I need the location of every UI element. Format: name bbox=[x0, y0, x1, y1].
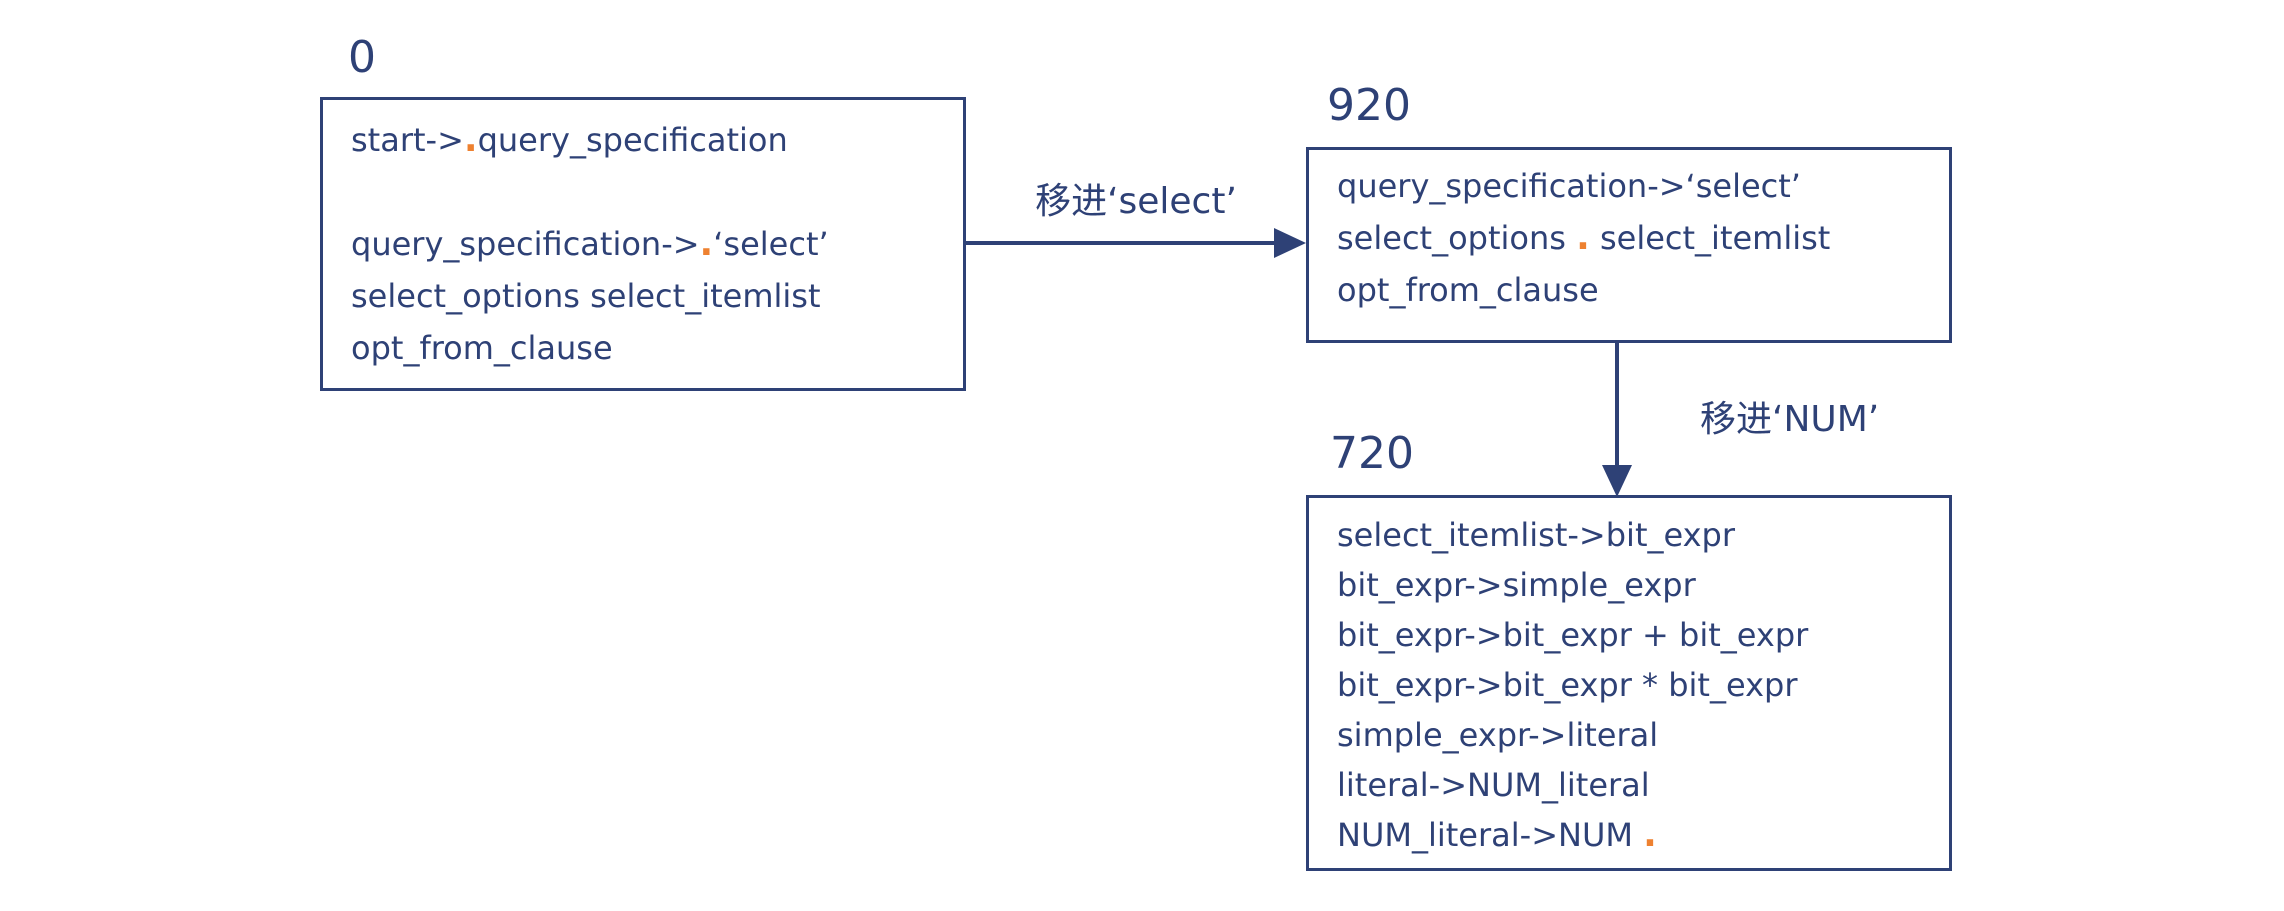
production-text: select_itemlist->bit_expr bbox=[1337, 516, 1736, 554]
production-line: opt_from_clause bbox=[1337, 264, 1935, 316]
production-text: select_itemlist bbox=[1589, 219, 1831, 257]
production-text: bit_expr->bit_expr * bit_expr bbox=[1337, 666, 1798, 704]
production-text: NUM_literal->NUM bbox=[1337, 816, 1644, 854]
production-text: query_specification bbox=[477, 121, 788, 159]
state-720-items: select_itemlist->bit_expr bit_expr->simp… bbox=[1309, 498, 1949, 860]
edge-shift-select-label: 移进‘select’ bbox=[1035, 181, 1237, 222]
state-720-label: 720 bbox=[1330, 428, 1414, 479]
production-text: opt_from_clause bbox=[1337, 271, 1599, 309]
production-text: simple_expr->literal bbox=[1337, 716, 1659, 754]
state-920-items: query_specification->‘select’ select_opt… bbox=[1309, 150, 1949, 316]
production-text: bit_expr->bit_expr + bit_expr bbox=[1337, 616, 1809, 654]
state-0-box: start->.query_specification query_specif… bbox=[320, 97, 966, 391]
state-720-box: select_itemlist->bit_expr bit_expr->simp… bbox=[1306, 495, 1952, 871]
production-line: bit_expr->bit_expr + bit_expr bbox=[1337, 610, 1935, 660]
state-0-items: start->.query_specification query_specif… bbox=[323, 100, 963, 374]
production-line: select_options . select_itemlist bbox=[1337, 212, 1935, 264]
parser-dot: . bbox=[463, 119, 478, 160]
parser-dot: . bbox=[699, 223, 714, 264]
parser-dot: . bbox=[1576, 217, 1590, 258]
edge-shift-num-line bbox=[1615, 343, 1619, 469]
state-920-box: query_specification->‘select’ select_opt… bbox=[1306, 147, 1952, 343]
production-line: select_itemlist->bit_expr bbox=[1337, 510, 1935, 560]
production-text: opt_from_clause bbox=[351, 329, 613, 367]
production-text: start-> bbox=[351, 121, 464, 159]
state-920-label: 920 bbox=[1327, 80, 1411, 131]
parser-dot: . bbox=[1643, 814, 1657, 855]
state-0-label: 0 bbox=[348, 32, 376, 83]
production-line: opt_from_clause bbox=[351, 322, 949, 374]
edge-shift-select-line bbox=[966, 241, 1280, 245]
production-line: NUM_literal->NUM . bbox=[1337, 810, 1935, 860]
production-line: bit_expr->bit_expr * bit_expr bbox=[1337, 660, 1935, 710]
production-line: query_specification->‘select’ bbox=[1337, 160, 1935, 212]
production-line: bit_expr->simple_expr bbox=[1337, 560, 1935, 610]
edge-shift-num-label: 移进‘NUM’ bbox=[1700, 399, 1880, 440]
production-line: simple_expr->literal bbox=[1337, 710, 1935, 760]
production-line: start->.query_specification bbox=[351, 114, 949, 166]
production-line: literal->NUM_literal bbox=[1337, 760, 1935, 810]
production-text: ‘select’ bbox=[713, 225, 829, 263]
production-text: literal->NUM_literal bbox=[1337, 766, 1650, 804]
production-text: query_specification->‘select’ bbox=[1337, 167, 1801, 205]
production-line: query_specification->.‘select’ bbox=[351, 218, 949, 270]
edge-shift-num-arrowhead-icon bbox=[1602, 465, 1632, 497]
production-line: select_options select_itemlist bbox=[351, 270, 949, 322]
production-text: query_specification-> bbox=[351, 225, 700, 263]
production-text: select_options bbox=[1337, 219, 1577, 257]
edge-shift-select-arrowhead-icon bbox=[1274, 228, 1306, 258]
production-text: select_options select_itemlist bbox=[351, 277, 821, 315]
production-text: bit_expr->simple_expr bbox=[1337, 566, 1696, 604]
